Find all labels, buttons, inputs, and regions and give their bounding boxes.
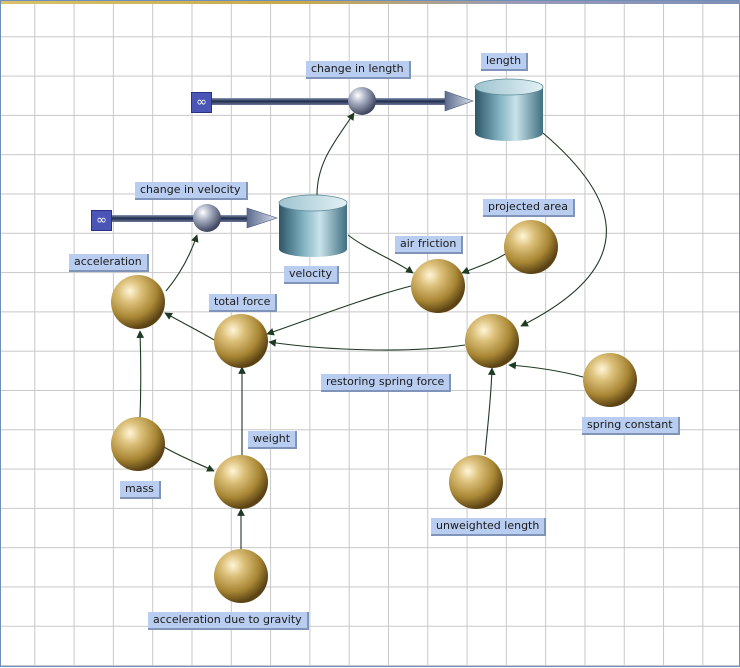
- link-air-friction-to-total-force: [266, 285, 412, 336]
- label-weight[interactable]: weight: [248, 431, 298, 449]
- window-top-strip: [1, 1, 740, 4]
- label-air-friction[interactable]: air friction: [395, 236, 464, 254]
- source-change-in-velocity-infinity-cloud-icon[interactable]: ∞: [91, 210, 112, 231]
- label-restoring-spring-force[interactable]: restoring spring force: [321, 374, 452, 392]
- label-total-force[interactable]: total force: [209, 294, 278, 312]
- link-acceleration-to-change-in-velocity: [165, 234, 199, 292]
- flow-arrow-change-in-length: [444, 90, 474, 112]
- link-spring-constant-to-restoring-spring-force: [508, 361, 584, 378]
- stock-velocity[interactable]: [278, 194, 348, 257]
- label-length[interactable]: length: [481, 53, 529, 71]
- weight-sphere-icon[interactable]: [214, 455, 268, 509]
- flow-arrow-change-in-velocity: [246, 207, 278, 229]
- unweighted-length-sphere-icon[interactable]: [449, 455, 503, 509]
- flow-change-in-velocity[interactable]: [111, 204, 278, 232]
- projected-area-sphere-icon[interactable]: [504, 220, 558, 274]
- link-mass-to-weight: [163, 446, 215, 472]
- stock-cylinder-icon: [475, 87, 543, 141]
- flow-pipe-change-in-length: [211, 98, 447, 105]
- label-projected-area[interactable]: projected area: [483, 199, 575, 217]
- stock-length[interactable]: [474, 78, 544, 141]
- label-change-in-length[interactable]: change in length: [306, 61, 411, 79]
- stock-cylinder-icon: [279, 203, 347, 257]
- link-projected-area-to-air-friction: [461, 252, 508, 275]
- source-change-in-length-infinity-cloud-icon[interactable]: ∞: [191, 92, 212, 113]
- flow-valve-icon[interactable]: [193, 204, 221, 232]
- label-velocity[interactable]: velocity: [284, 266, 339, 284]
- flow-valve-icon[interactable]: [348, 87, 376, 115]
- link-length-to-restoring-spring-force: [520, 132, 607, 327]
- link-restoring-spring-force-to-total-force: [268, 339, 466, 351]
- stock-cylinder-top: [278, 194, 348, 212]
- label-mass[interactable]: mass: [120, 481, 161, 499]
- label-change-in-velocity[interactable]: change in velocity: [135, 182, 248, 200]
- link-unweighted-length-to-restoring-spring-force: [484, 367, 496, 456]
- link-velocity-to-air-friction: [347, 234, 414, 274]
- link-total-force-to-acceleration: [164, 312, 217, 342]
- stock-cylinder-top: [474, 78, 544, 96]
- acceleration-due-to-gravity-sphere-icon[interactable]: [214, 549, 268, 603]
- link-mass-to-acceleration: [136, 330, 145, 419]
- label-spring-constant[interactable]: spring constant: [582, 417, 680, 435]
- label-acceleration-due-to-gravity[interactable]: acceleration due to gravity: [148, 612, 309, 630]
- flow-pipe-change-in-velocity: [111, 215, 249, 222]
- acceleration-sphere-icon[interactable]: [111, 275, 165, 329]
- variable-spheres: [111, 220, 637, 603]
- spring-constant-sphere-icon[interactable]: [583, 353, 637, 407]
- restoring-spring-force-sphere-icon[interactable]: [465, 314, 519, 368]
- links: [136, 112, 607, 550]
- label-unweighted-length[interactable]: unweighted length: [431, 518, 547, 536]
- air-friction-sphere-icon[interactable]: [411, 259, 465, 313]
- label-acceleration[interactable]: acceleration: [69, 254, 149, 272]
- link-velocity-to-change-in-length: [316, 112, 355, 196]
- total-force-sphere-icon[interactable]: [214, 314, 268, 368]
- mass-sphere-icon[interactable]: [111, 417, 165, 471]
- flow-change-in-length[interactable]: [211, 87, 474, 115]
